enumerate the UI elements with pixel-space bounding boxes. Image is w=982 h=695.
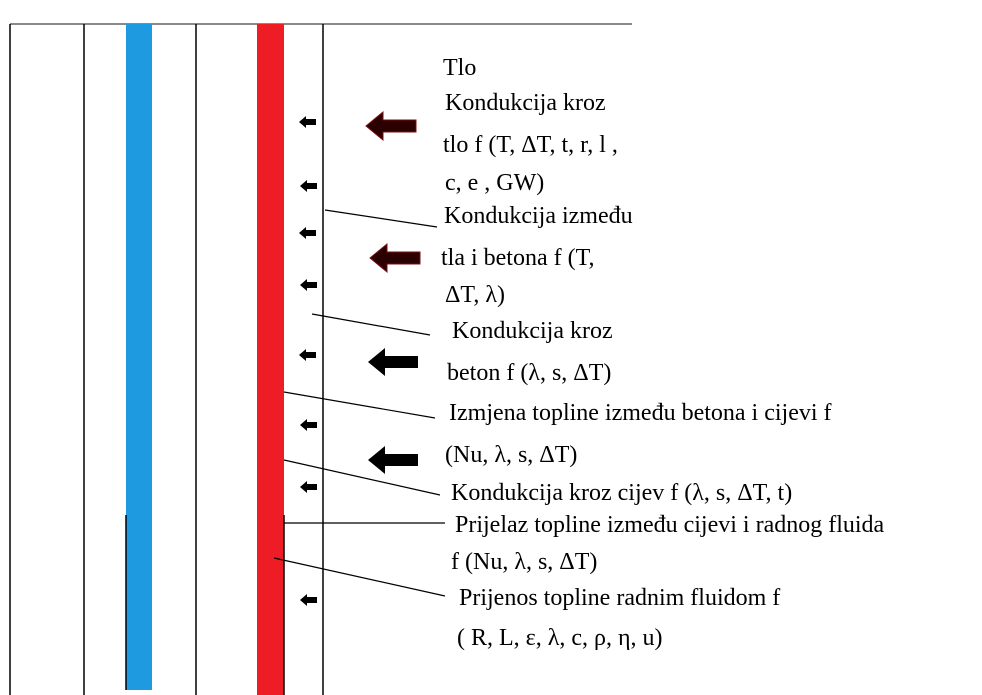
label-fluid-transport-line2: ( R, L, ε, λ, c, ρ, η, u) xyxy=(457,625,663,651)
label-concrete-pipe-line2: (Nu, λ, s, ΔT) xyxy=(445,442,578,468)
label-concrete-pipe-line1: Izmjena topline između betona i cijevi f xyxy=(449,400,832,426)
small-arrow xyxy=(300,419,317,431)
leader-fluid-transport xyxy=(273,557,446,597)
label-pipe-fluid-line2: f (Nu, λ, s, ΔT) xyxy=(451,549,598,575)
label-tlo: Tlo xyxy=(443,55,477,81)
small-arrow xyxy=(299,349,316,361)
large-arrow xyxy=(369,242,421,274)
small-arrow xyxy=(300,594,317,606)
small-arrow xyxy=(300,279,317,291)
small-arrow xyxy=(300,180,317,192)
large-arrow xyxy=(365,110,417,142)
leader-concrete-pipe xyxy=(283,391,436,419)
small-arrow xyxy=(299,116,316,128)
cold-pipe xyxy=(126,24,152,690)
label-soil-conduction-line3: c, e , GW) xyxy=(445,170,545,196)
label-soil-concrete-line3: ΔT, λ) xyxy=(445,282,505,308)
small-arrow xyxy=(300,481,317,493)
label-soil-conduction-line2: tlo f (T, ΔT, t, r, l , xyxy=(443,132,618,158)
leader-concrete xyxy=(311,313,431,336)
label-soil-conduction-line1: Kondukcija kroz xyxy=(445,90,606,116)
label-pipe-conduction: Kondukcija kroz cijev f (λ, s, ΔT, t) xyxy=(451,480,793,506)
label-soil-concrete-line2: tla i betona f (T, xyxy=(441,245,595,271)
label-soil-concrete-line1: Kondukcija između xyxy=(444,203,633,229)
small-arrow xyxy=(299,227,316,239)
label-concrete-conduction-line1: Kondukcija kroz xyxy=(452,318,613,344)
label-concrete-conduction-line2: beton f (λ, s, ΔT) xyxy=(447,360,612,386)
leader-pipe-conduction xyxy=(283,459,441,496)
hot-pipe xyxy=(257,24,284,695)
leader-soil-concrete xyxy=(324,209,438,228)
large-arrow xyxy=(368,446,418,474)
label-fluid-transport-line1: Prijenos topline radnim fluidom f xyxy=(459,585,781,611)
large-arrow xyxy=(368,348,418,376)
label-pipe-fluid-line1: Prijelaz topline između cijevi i radnog … xyxy=(455,512,885,538)
